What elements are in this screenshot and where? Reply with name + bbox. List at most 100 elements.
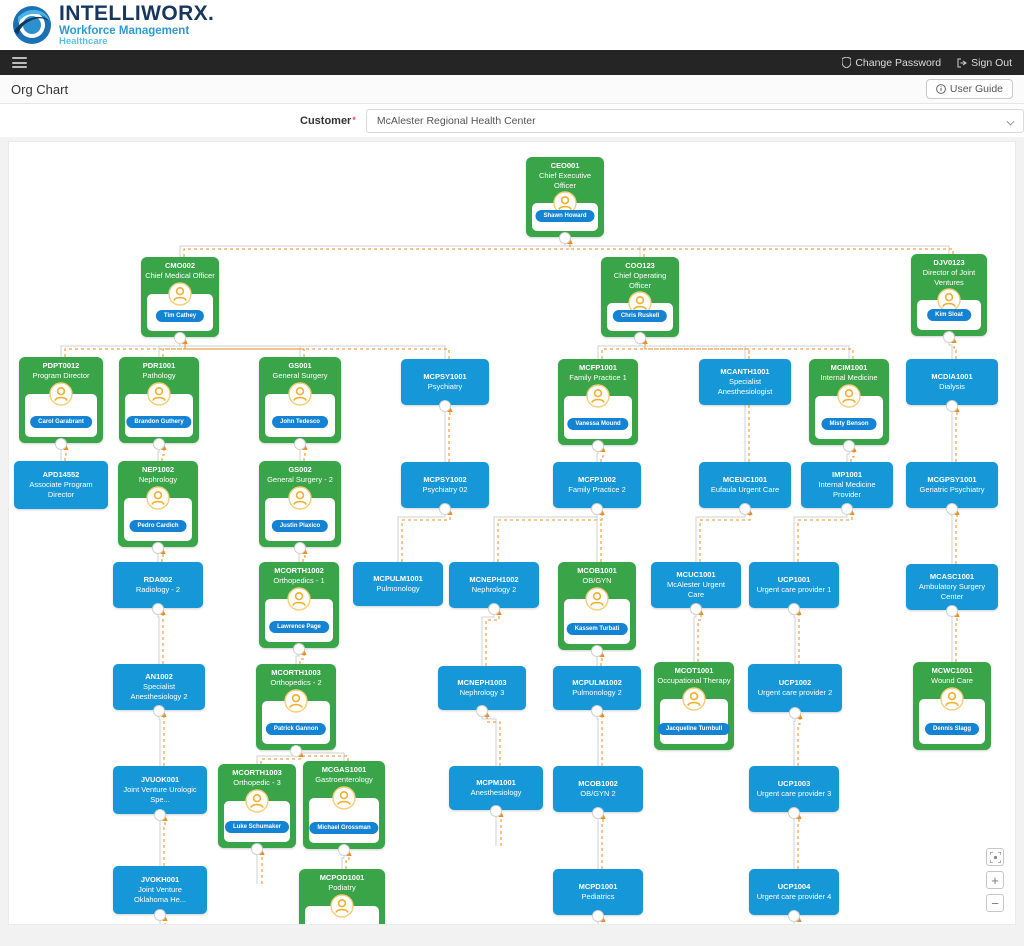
employee-name-pill[interactable]: Carol Garabrant <box>30 416 92 428</box>
node-expand-port[interactable] <box>946 503 958 515</box>
employee-name-pill[interactable]: Dennis Slagg <box>924 723 980 735</box>
employee-name-pill[interactable]: Lawrence Page <box>269 621 329 633</box>
node-expand-port[interactable] <box>154 809 166 821</box>
node-expand-port[interactable] <box>592 440 604 452</box>
change-password-button[interactable]: Change Password <box>842 57 941 69</box>
hamburger-menu-icon[interactable] <box>12 57 27 68</box>
node-expand-port[interactable] <box>841 503 853 515</box>
node-expand-port[interactable] <box>946 605 958 617</box>
node-expand-port[interactable] <box>591 705 603 717</box>
user-guide-button[interactable]: User Guide <box>925 79 1013 99</box>
node-expand-port[interactable] <box>294 438 306 450</box>
node-expand-port[interactable] <box>634 332 646 344</box>
employee-name-pill[interactable]: Michael Grossman <box>309 822 379 834</box>
node-expand-port[interactable] <box>490 805 502 817</box>
sign-out-button[interactable]: Sign Out <box>957 57 1012 69</box>
node-expand-port[interactable] <box>251 843 263 855</box>
node-expand-port[interactable] <box>788 910 800 922</box>
employee-name-pill[interactable]: Shawn Howard <box>535 210 595 222</box>
node-expand-port[interactable] <box>153 705 165 717</box>
node-expand-port[interactable] <box>294 542 306 554</box>
employee-name-pill[interactable]: Kim Sloat <box>927 309 971 321</box>
node-expand-port[interactable] <box>152 542 164 554</box>
node-expand-port[interactable] <box>788 603 800 615</box>
node-expand-port[interactable] <box>591 645 603 657</box>
employee-name-pill[interactable]: Justin Plaxico <box>271 520 329 532</box>
node-expand-port[interactable] <box>788 807 800 819</box>
zoom-out-button[interactable]: − <box>986 894 1004 912</box>
node-expand-port[interactable] <box>946 400 958 412</box>
node-expand-port[interactable] <box>592 807 604 819</box>
node-expand-port[interactable] <box>152 603 164 615</box>
node-expand-port[interactable] <box>591 503 603 515</box>
node-expand-port[interactable] <box>439 400 451 412</box>
node-expand-port[interactable] <box>488 603 500 615</box>
employee-name-pill[interactable]: John Tedesco <box>272 416 328 428</box>
fit-view-button[interactable] <box>986 848 1004 866</box>
node-expand-port[interactable] <box>739 503 751 515</box>
employee-name-pill[interactable]: Kassem Turbati <box>566 623 628 635</box>
node-expand-port[interactable] <box>439 503 451 515</box>
employee-name-pill[interactable]: Tim Cathey <box>155 310 205 322</box>
node-expand-port[interactable] <box>789 707 801 719</box>
employee-name-pill[interactable]: Vanessa Mound <box>567 418 629 430</box>
employee-name-pill[interactable]: Luke Schumaker <box>224 821 290 833</box>
node-expand-port[interactable] <box>943 331 955 343</box>
node-expand-port[interactable] <box>476 705 488 717</box>
employee-name-pill[interactable]: Chris Ruskell <box>612 310 668 322</box>
employee-name-pill[interactable]: Brandon Guthery <box>126 416 192 428</box>
node-expand-port[interactable] <box>338 844 350 856</box>
node-expand-port[interactable] <box>293 643 305 655</box>
node-expand-port[interactable] <box>290 745 302 757</box>
node-expand-port[interactable] <box>153 438 165 450</box>
node-expand-port[interactable] <box>559 232 571 244</box>
node-expand-port[interactable] <box>154 909 166 921</box>
customer-select[interactable]: McAlester Regional Health Center <box>365 108 1024 133</box>
node-expand-port[interactable] <box>690 603 702 615</box>
